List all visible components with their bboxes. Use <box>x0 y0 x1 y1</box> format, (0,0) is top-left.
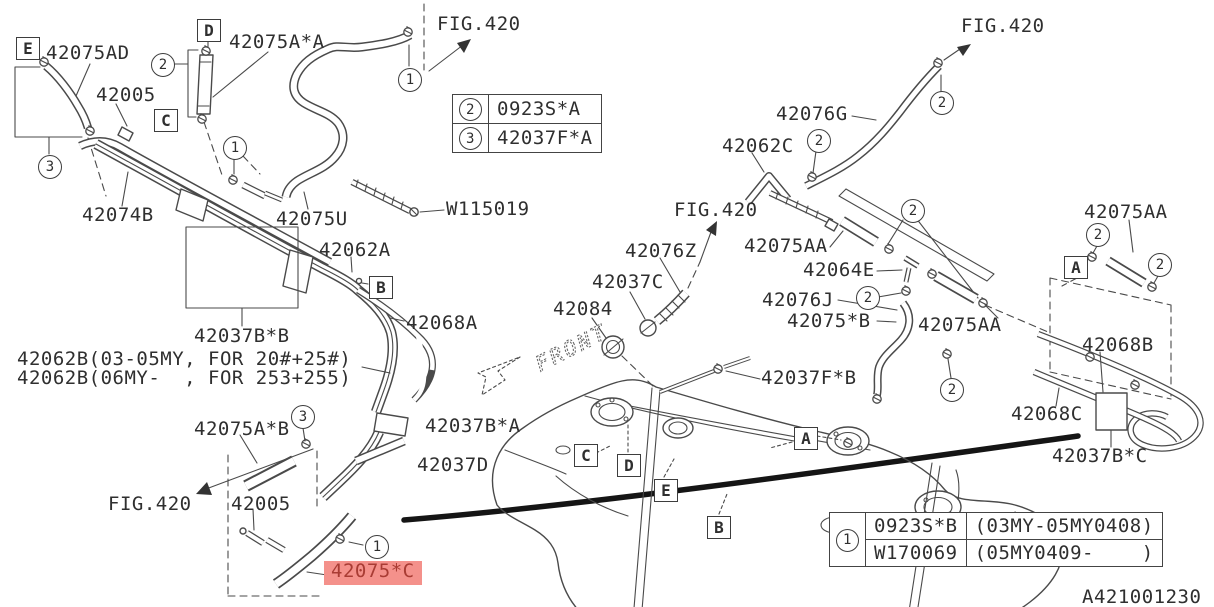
legend-table-bottom: 1 0923S*B (03MY-05MY0408) W170069 (05MY0… <box>829 512 1163 567</box>
fuel-tank-drawing <box>491 379 1064 607</box>
part-label: 42068C <box>1011 403 1083 425</box>
drawing-number: A421001230 <box>1082 586 1202 607</box>
part-label: 42068A <box>406 312 478 334</box>
part-label: 42037C <box>592 271 664 293</box>
part-label: 42074B <box>82 204 154 226</box>
callout-number-3: 3 <box>291 405 315 429</box>
callout-number-2: 2 <box>807 129 831 153</box>
part-number-cell: 42037F*A <box>488 123 602 153</box>
right-pipe-group <box>1032 219 1204 452</box>
callout-number-2: 2 <box>856 286 880 310</box>
figure-reference: FIG.420 <box>961 15 1045 37</box>
legend-row: 2 0923S*A <box>452 94 602 124</box>
part-label: 42037B*A <box>425 415 521 437</box>
filler-cap-group <box>591 221 717 389</box>
part-label: 42062B(06MY- , FOR 253+255) <box>17 367 352 389</box>
legend-row: 3 42037F*A <box>452 123 602 153</box>
part-label: 42075A*A <box>229 31 325 53</box>
part-label: 42075AA <box>744 235 828 257</box>
part-label: 42075U <box>276 208 348 230</box>
pipe-bundle-group <box>78 137 436 501</box>
part-label: 42037B*C <box>1052 445 1148 467</box>
legend-row: W170069 (05MY0409- ) <box>830 539 1163 567</box>
motion-swoosh <box>401 433 1081 523</box>
callout-number-2: 2 <box>1086 223 1110 247</box>
part-label: 42062B(03-05MY, FOR 20#+25#) <box>17 348 352 370</box>
bottom-left-hose-group <box>196 427 364 597</box>
callout-letter-a: A <box>794 427 818 450</box>
vent-pipe-group <box>659 356 761 394</box>
part-label: 42075A*B <box>194 418 290 440</box>
bolt-w115019 <box>350 179 445 217</box>
callout-number-2: 2 <box>930 91 954 115</box>
part-label: 42075AD <box>46 42 130 64</box>
figure-reference: FIG.420 <box>674 199 758 221</box>
legend-table-top: 2 0923S*A 3 42037F*A <box>452 94 602 153</box>
callout-letter-a: A <box>1064 256 1088 279</box>
canister-42075aa-group <box>172 38 269 124</box>
part-label: 42064E <box>803 259 875 281</box>
part-label: 42084 <box>553 298 613 320</box>
callout-letter-c: C <box>154 109 178 132</box>
part-number-cell: 0923S*A <box>488 94 602 124</box>
part-label: 42062C <box>722 135 794 157</box>
part-number-cell: 0923S*B <box>865 512 967 540</box>
callout-letter-d: D <box>197 19 221 42</box>
hose-42075ad-group <box>14 55 261 197</box>
part-label: 42075AA <box>1084 201 1168 223</box>
callout-number-3: 3 <box>38 155 62 179</box>
part-label: 42037D <box>417 454 489 476</box>
callout-number-badge: 3 <box>459 127 482 151</box>
callout-number-1: 1 <box>398 68 422 92</box>
part-label: 42037F*B <box>761 367 857 389</box>
hose-42076g-group <box>744 44 971 232</box>
model-range-cell: (05MY0409- ) <box>965 539 1163 567</box>
front-indicator: FRONT <box>477 319 613 396</box>
part-label: 42005 <box>231 493 291 515</box>
hose-42075u-group <box>281 3 471 210</box>
callout-letter-e: E <box>654 479 678 502</box>
callout-number-2: 2 <box>151 53 175 77</box>
figure-reference: FIG.420 <box>108 493 192 515</box>
callout-number-2: 2 <box>901 199 925 223</box>
part-label: 42068B <box>1082 334 1154 356</box>
part-label: 42075AA <box>918 314 1002 336</box>
part-label: 42075*B <box>787 310 871 332</box>
callout-number-2: 2 <box>940 378 964 402</box>
callout-letter-d: D <box>617 454 641 477</box>
callout-letter-b: B <box>369 276 393 299</box>
part-number-cell: W170069 <box>865 539 967 567</box>
callout-number-2: 2 <box>1148 253 1172 277</box>
part-label: 42062A <box>319 239 391 261</box>
part-label: 42005 <box>96 84 156 106</box>
fuel-rail-group <box>829 188 1049 379</box>
callout-number-1: 1 <box>223 136 247 160</box>
callout-number-badge: 1 <box>836 528 859 552</box>
part-label: 42076Z <box>625 240 697 262</box>
front-label: FRONT <box>531 320 612 377</box>
callout-letter-e: E <box>16 37 40 60</box>
callout-letter-b: B <box>707 516 731 539</box>
callout-number-1: 1 <box>365 535 389 559</box>
part-label: 42076G <box>776 103 848 125</box>
part-label: 42076J <box>762 289 834 311</box>
legend-row: 1 0923S*B (03MY-05MY0408) <box>829 512 1163 567</box>
part-label-highlighted: 42075*C <box>324 561 422 585</box>
callout-number-badge: 2 <box>459 98 482 122</box>
model-range-cell: (03MY-05MY0408) <box>965 512 1163 540</box>
callout-letter-c: C <box>574 444 598 467</box>
part-label: W115019 <box>446 198 530 220</box>
figure-reference: FIG.420 <box>437 13 521 35</box>
part-label: 42037B*B <box>194 325 290 347</box>
